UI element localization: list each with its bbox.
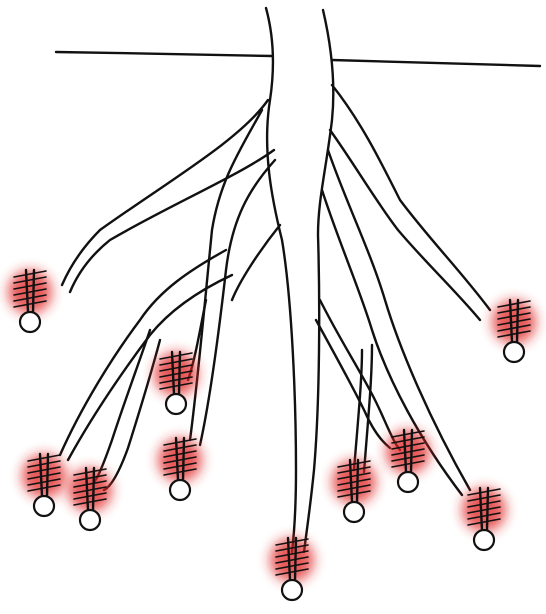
- root-tips: [8, 270, 536, 600]
- root-tip: [158, 438, 202, 500]
- root-tip-stem: [179, 352, 180, 394]
- root-tip: [22, 454, 66, 516]
- root-tip-stem: [47, 454, 48, 496]
- soil-line: [56, 52, 540, 66]
- left-root-branches: [60, 100, 280, 490]
- root-cap: [344, 502, 364, 522]
- root-cap: [20, 312, 40, 332]
- root-tip-stem: [33, 270, 34, 312]
- root-tip: [462, 488, 506, 550]
- root-cap: [170, 480, 190, 500]
- root-cap: [474, 530, 494, 550]
- root-tip: [386, 430, 430, 492]
- root-cap: [80, 510, 100, 530]
- root-cap: [166, 394, 186, 414]
- root-tip: [8, 270, 52, 332]
- root-tip-stem: [295, 538, 296, 580]
- root-tip-stem: [487, 488, 488, 530]
- root-cap: [282, 580, 302, 600]
- root-tip: [492, 300, 536, 362]
- taproot: [266, 8, 333, 552]
- root-tip-stem: [357, 460, 358, 502]
- root-cap: [34, 496, 54, 516]
- root-tip-stem: [183, 438, 184, 480]
- root-tip: [154, 352, 198, 414]
- root-tip: [332, 460, 376, 522]
- root-tip-stem: [517, 300, 518, 342]
- root-tip: [68, 468, 112, 530]
- root-cap: [398, 472, 418, 492]
- root-tip-stem: [411, 430, 412, 472]
- root-tip: [270, 538, 314, 600]
- root-tip-stem: [93, 468, 94, 510]
- root-cap: [504, 342, 524, 362]
